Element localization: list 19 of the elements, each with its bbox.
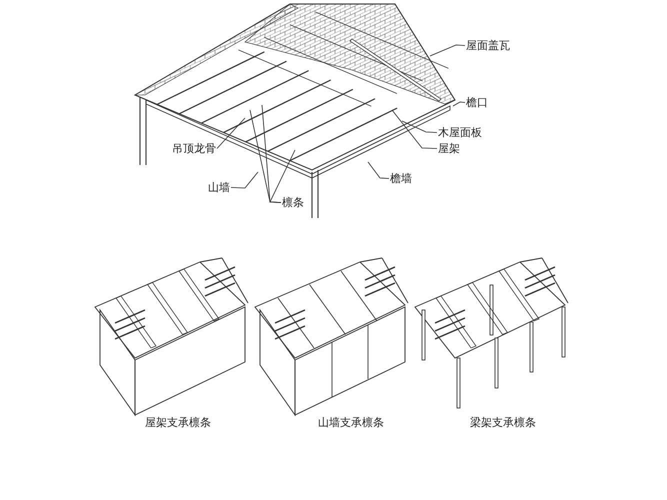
part-label: 屋面盖瓦 (466, 39, 510, 52)
leader-line (269, 150, 296, 203)
leader-line (430, 44, 466, 56)
part-label: 木屋面板 (438, 126, 482, 139)
part-label: 檩条 (282, 196, 304, 209)
part-label: 檐口 (466, 96, 488, 109)
leader-line (392, 110, 438, 149)
part-label: 屋架 (438, 142, 460, 155)
leader-line (402, 120, 438, 133)
part-label: 山墙 (208, 181, 230, 194)
leader-line (452, 102, 466, 106)
caption: 梁架支承檩条 (470, 416, 536, 429)
leader-line (230, 172, 258, 188)
leader-line (216, 118, 246, 149)
part-label: 檐墙 (390, 172, 412, 185)
part-label: 吊顶龙骨 (172, 142, 216, 155)
caption: 山墙支承檩条 (318, 416, 384, 429)
leader-line (368, 162, 390, 179)
caption: 屋架支承檩条 (145, 416, 211, 429)
